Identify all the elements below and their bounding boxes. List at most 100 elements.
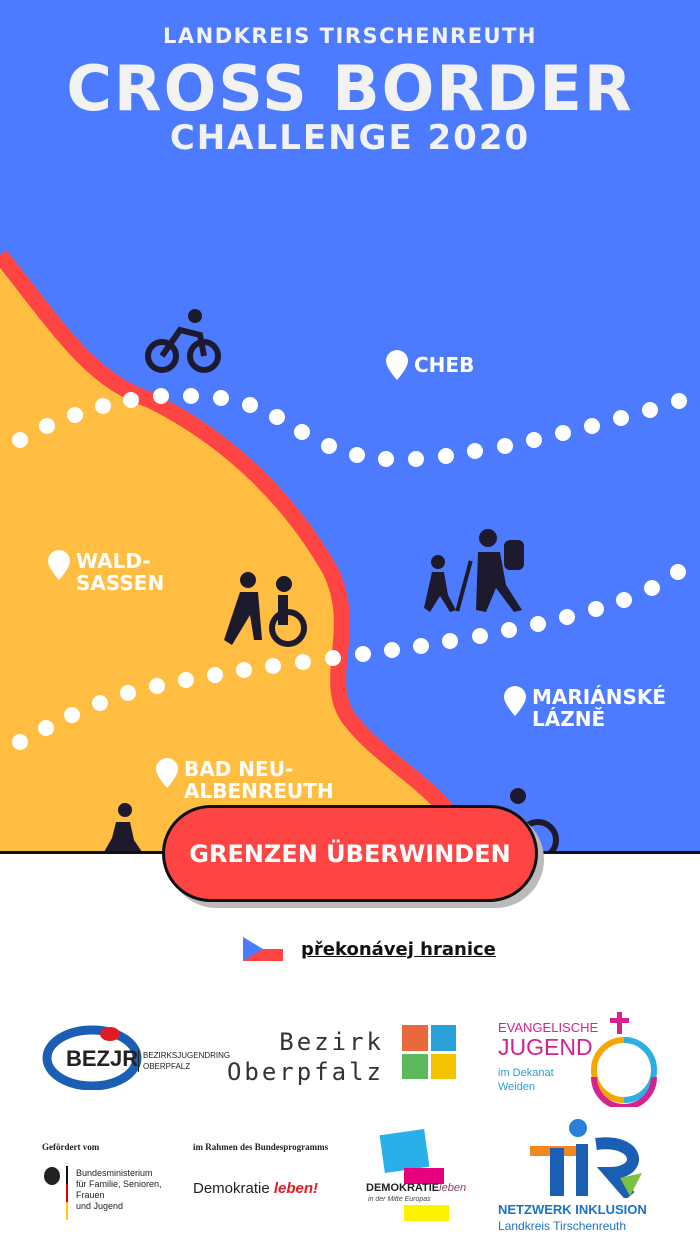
route-dot bbox=[613, 410, 629, 426]
cyclist-icon bbox=[145, 309, 221, 373]
route-dot bbox=[355, 646, 371, 662]
demokratie-leben-text: Demokratie leben! bbox=[193, 1180, 319, 1197]
runner-icon bbox=[104, 803, 142, 852]
route-dot bbox=[413, 638, 429, 654]
czech-language-link[interactable]: překonávej hranice bbox=[301, 938, 496, 960]
route-dot bbox=[120, 685, 136, 701]
route-dot bbox=[321, 438, 337, 454]
program-label: im Rahmen des Bundesprogramms bbox=[193, 1142, 329, 1152]
tir-subtext: Landkreis Tirschenreuth bbox=[498, 1219, 627, 1233]
place-name: CHEB bbox=[414, 353, 475, 377]
language-switch[interactable]: překonávej hranice bbox=[243, 937, 496, 961]
hero-map: LANDKREIS TIRSCHENREUTH CROSS BORDER CHA… bbox=[0, 0, 700, 852]
route-dot bbox=[442, 633, 458, 649]
location-pin-icon bbox=[504, 686, 526, 716]
border-line bbox=[0, 250, 478, 852]
route-dot bbox=[642, 402, 658, 418]
route-dot bbox=[584, 418, 600, 434]
place-name: ALBENREUTH bbox=[184, 779, 334, 803]
dlm-subtext: in der Mitte Europas bbox=[368, 1196, 431, 1203]
route-dot bbox=[39, 418, 55, 434]
route-dot bbox=[12, 734, 28, 750]
place-name: BAD NEU- bbox=[184, 757, 294, 781]
place-name: MARIÁNSKÉ bbox=[532, 685, 667, 709]
route-dot bbox=[265, 658, 281, 674]
dlm-text: DEMOKRATIEleben bbox=[366, 1182, 467, 1194]
route-dot bbox=[236, 662, 252, 678]
route-dot bbox=[644, 580, 660, 596]
route-dot bbox=[467, 443, 483, 459]
bjr-mark: BEZJR bbox=[66, 1046, 139, 1071]
route-dot bbox=[123, 392, 139, 408]
place-waldsassen: WALD-SASSEN bbox=[48, 550, 164, 594]
route-dot bbox=[501, 622, 517, 638]
route-dot bbox=[92, 695, 108, 711]
grenzen-ueberwinden-button[interactable]: GRENZEN ÜBERWINDEN bbox=[162, 805, 538, 902]
location-pin-icon bbox=[156, 758, 178, 788]
place-name: LÁZNĚ bbox=[532, 707, 606, 731]
federal-eagle-icon bbox=[44, 1166, 68, 1220]
czech-flag-icon bbox=[243, 937, 283, 961]
route-dot bbox=[294, 424, 310, 440]
route-dot bbox=[497, 438, 513, 454]
ej-text: EVANGELISCHE bbox=[498, 1020, 599, 1035]
map-shape-yellow bbox=[404, 1205, 449, 1221]
route-dot bbox=[670, 564, 686, 580]
netzwerk-inklusion-logo[interactable]: NETZWERK INKLUSION Landkreis Tirschenreu… bbox=[498, 1118, 658, 1236]
place-bad-neualbenreuth: BAD NEU-ALBENREUTH bbox=[156, 758, 334, 802]
route-dot bbox=[207, 667, 223, 683]
route-dot bbox=[153, 388, 169, 404]
demokratie-leben-logo[interactable]: im Rahmen des Bundesprogramms Demokratie… bbox=[193, 1142, 343, 1202]
route-dot bbox=[38, 720, 54, 736]
place-name: SASSEN bbox=[76, 571, 165, 595]
map-shape-magenta bbox=[404, 1168, 444, 1184]
route-dot bbox=[64, 707, 80, 723]
route-dot bbox=[269, 409, 285, 425]
place-name: WALD- bbox=[76, 549, 151, 573]
place-cheb: CHEB bbox=[386, 350, 474, 380]
region-title: LANDKREIS TIRSCHENREUTH bbox=[163, 24, 537, 48]
route-dot bbox=[242, 397, 258, 413]
route-dot bbox=[12, 432, 28, 448]
route-dot bbox=[295, 654, 311, 670]
route-dot bbox=[438, 448, 454, 464]
hikers-icon bbox=[424, 529, 524, 612]
demokratie-leben-mitte-europas-logo[interactable]: DEMOKRATIEleben in der Mitte Europas bbox=[364, 1129, 474, 1222]
route-dot bbox=[149, 678, 165, 694]
route-dot bbox=[178, 672, 194, 688]
route-dot bbox=[472, 628, 488, 644]
route-dot bbox=[67, 407, 83, 423]
route-dot bbox=[588, 601, 604, 617]
route-dot bbox=[349, 447, 365, 463]
route-dot bbox=[378, 451, 394, 467]
route-dots bbox=[12, 388, 687, 750]
cross-circle-icon bbox=[591, 1012, 657, 1107]
wheelchair-icon bbox=[224, 572, 307, 647]
location-pin-icon bbox=[48, 550, 70, 580]
route-dot bbox=[384, 642, 400, 658]
challenge-title: CHALLENGE 2020 bbox=[169, 118, 531, 158]
map-shape-blue bbox=[379, 1129, 430, 1173]
bezirk-emblem bbox=[402, 1025, 456, 1079]
route-dot bbox=[183, 388, 199, 404]
route-dot bbox=[325, 650, 341, 666]
page-title: CROSS BORDER bbox=[66, 52, 634, 125]
tir-mark-icon bbox=[530, 1119, 642, 1198]
map-illustration bbox=[0, 250, 687, 852]
bjr-swoosh bbox=[42, 1025, 142, 1090]
route-dot bbox=[95, 398, 111, 414]
route-dot bbox=[526, 432, 542, 448]
route-dot bbox=[559, 609, 575, 625]
route-dot bbox=[555, 425, 571, 441]
ej-text: JUGEND bbox=[498, 1034, 593, 1060]
location-pin-icon bbox=[386, 350, 408, 380]
bavaria-region bbox=[0, 255, 470, 852]
